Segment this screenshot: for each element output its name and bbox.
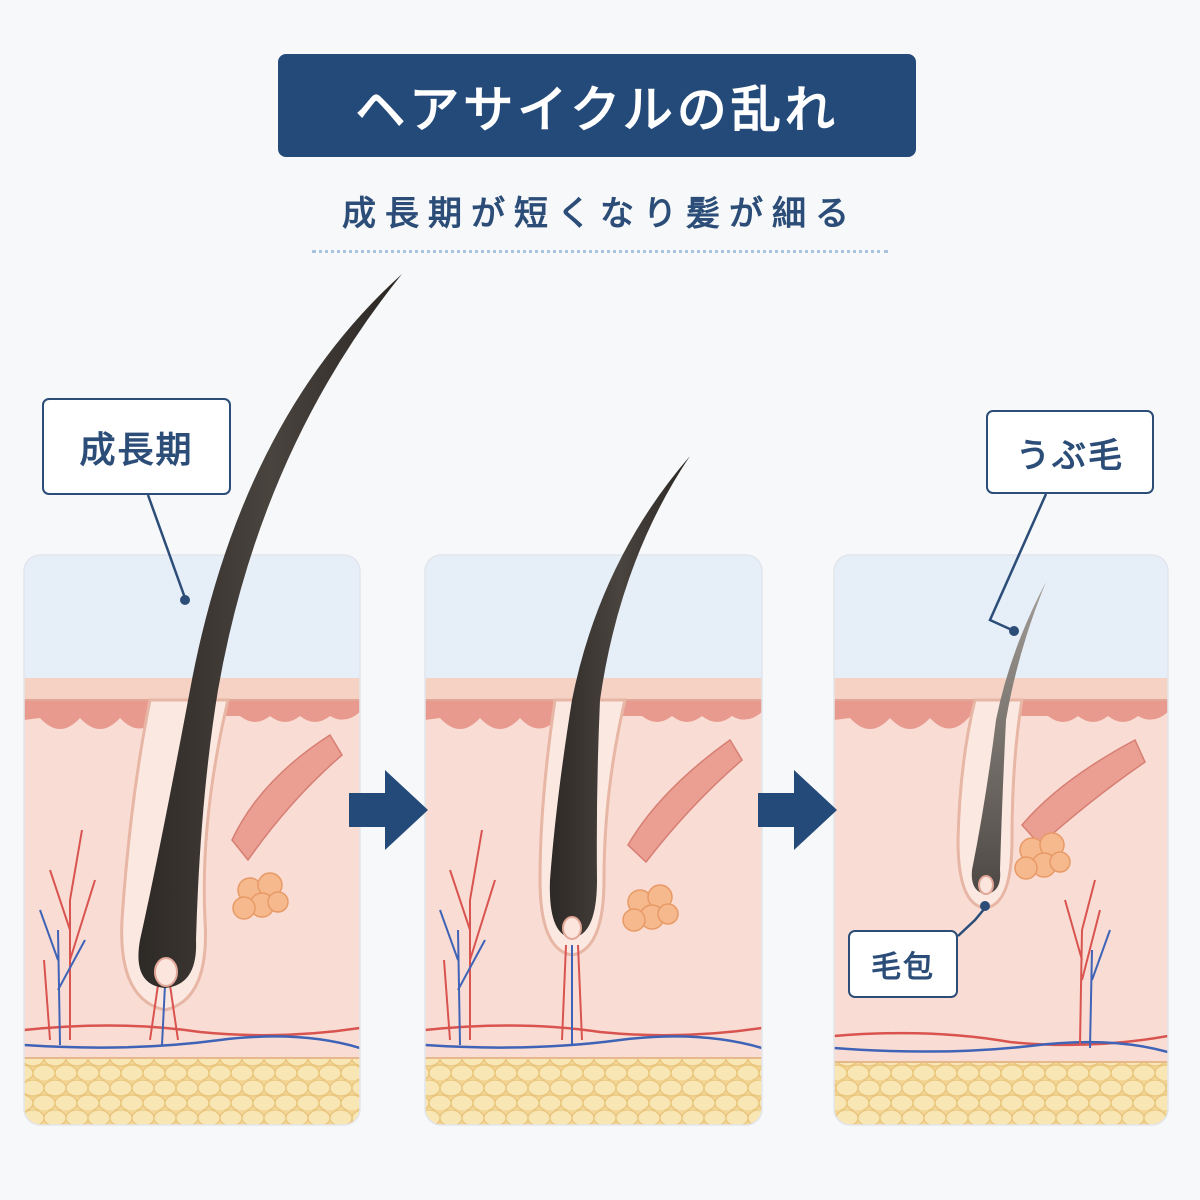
title-banner: ヘアサイクルの乱れ: [278, 54, 916, 157]
arrow-right-icon: [758, 770, 837, 850]
callout-vellus-leader: [988, 493, 1048, 636]
arrector-muscle: [231, 733, 343, 862]
page-subtitle: 成長期が短くなり髪が細る: [342, 194, 858, 234]
label-vellus: うぶ毛: [986, 410, 1154, 494]
blood-vessel: [24, 1024, 360, 1037]
hair-thick: [138, 274, 402, 988]
vein: [24, 1035, 360, 1050]
hair-vellus: [971, 582, 1046, 894]
dotted-divider: [312, 250, 888, 253]
arrow-right-icon: [349, 770, 428, 850]
page-title: ヘアサイクルの乱れ: [355, 80, 839, 139]
label-anagen: 成長期: [42, 398, 231, 495]
panel-vellus: [834, 555, 1168, 1125]
fat-layer: [24, 1058, 360, 1125]
hair-medium: [549, 456, 690, 938]
dermal-papilla: [154, 957, 178, 987]
label-follicle: 毛包: [848, 930, 958, 998]
callout-anagen-leader: [146, 494, 190, 605]
callout-follicle-leader: [957, 901, 990, 937]
sebaceous-gland: [232, 872, 289, 920]
